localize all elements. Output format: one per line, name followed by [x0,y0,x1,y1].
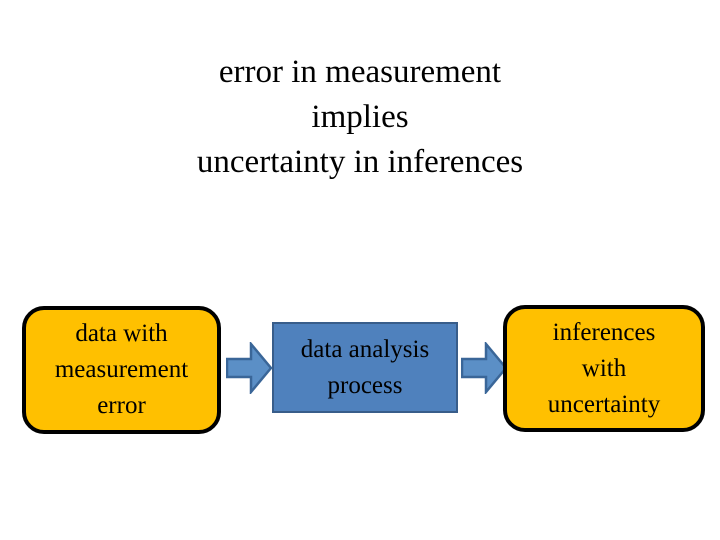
flow-node-result-line-3: uncertainty [547,390,661,418]
right-arrow-icon-two [461,342,507,394]
flow-node-result-line-1: inferences [552,318,656,346]
flow-node-result-line-2: with [581,354,627,382]
title-line-2: implies [311,99,409,135]
slide-title: error in measurement implies uncertainty… [0,50,720,185]
flow-node-data-analysis-process: data analysis process [272,322,458,413]
flow-node-data-with-measurement-error: data with measurement error [22,306,221,434]
title-line-1: error in measurement [218,54,502,90]
flow-node-result-label: inferences with uncertainty [507,315,701,423]
flow-node-process-label: data analysis process [274,332,456,404]
right-arrow-icon-one [226,342,272,394]
flow-node-source-line-2: measurement [54,356,189,383]
title-line-3: uncertainty in inferences [196,144,524,180]
flow-node-source-line-3: error [97,392,146,419]
flow-node-process-line-1: data analysis [300,335,430,363]
flow-node-source-line-1: data with [75,320,168,347]
flow-node-inferences-with-uncertainty: inferences with uncertainty [503,305,705,432]
flow-node-process-line-2: process [327,371,403,399]
flow-node-source-label: data with measurement error [26,316,217,424]
